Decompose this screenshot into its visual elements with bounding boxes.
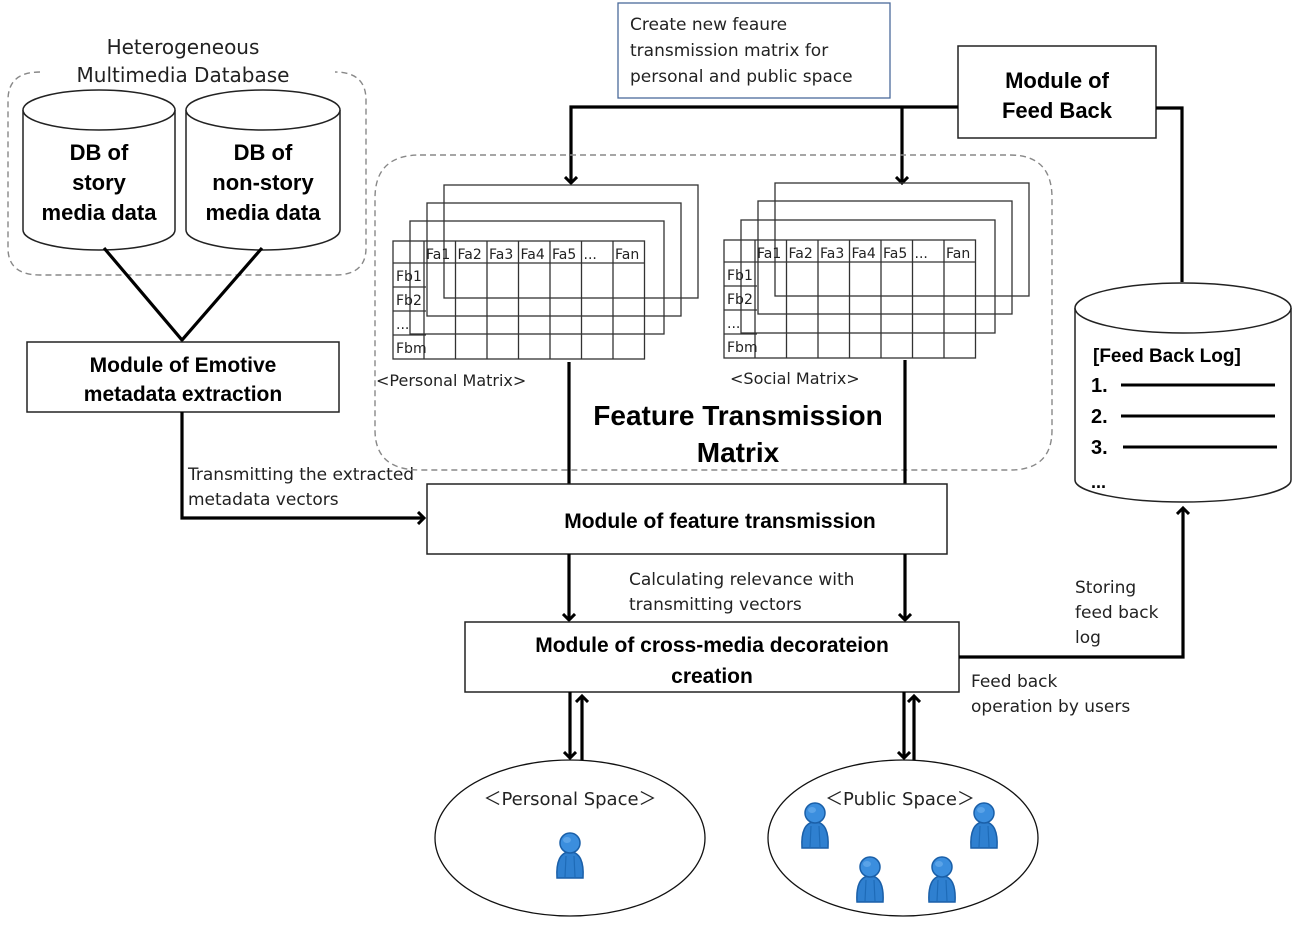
emotive-module-box[interactable]: Module of Emotive metadata extraction bbox=[26, 341, 340, 413]
transmit-label-line2: metadata vectors bbox=[188, 490, 339, 510]
db-nonstory-cylinder[interactable]: DB of non-story media data bbox=[185, 89, 341, 251]
matrix-col-header: Fa3 bbox=[820, 246, 844, 262]
personal-matrix-label: <Personal Matrix> bbox=[376, 371, 526, 390]
feedback-module-line2: Feed Back bbox=[1002, 98, 1113, 123]
feedback-op-label-line1: Feed back bbox=[971, 672, 1058, 692]
feedback-op-label-line2: operation by users bbox=[971, 697, 1130, 717]
matrix-group-title-line1: Feature Transmission bbox=[593, 400, 882, 431]
user-icon bbox=[856, 856, 884, 903]
matrix-col-header: Fa4 bbox=[852, 246, 876, 262]
callout-box: Create new feaure transmission matrix fo… bbox=[617, 2, 891, 99]
matrix-row-header: Fbm bbox=[396, 341, 427, 357]
feedback-to-log-connector bbox=[1156, 106, 1184, 282]
matrix-col-header: Fa1 bbox=[757, 246, 781, 262]
matrix-col-header: ... bbox=[915, 246, 928, 262]
matrix-row-header: Fbm bbox=[727, 340, 758, 356]
personal-space[interactable]: ＜Personal Space＞ bbox=[434, 759, 706, 917]
matrix-row-header: Fb1 bbox=[727, 268, 753, 284]
user-icon bbox=[556, 832, 584, 879]
callout-line1: Create new feaure bbox=[630, 15, 787, 35]
db-to-emotive-connector bbox=[102, 246, 264, 343]
user-icon bbox=[801, 802, 829, 849]
matrix-col-header: Fa5 bbox=[552, 247, 576, 263]
feature-transmission-module-box[interactable]: Module of feature transmission bbox=[426, 483, 948, 555]
matrix-group-title-line2: Matrix bbox=[697, 437, 780, 468]
matrix-row-header: Fb1 bbox=[396, 269, 422, 285]
matrix-col-header: Fan bbox=[615, 247, 639, 263]
feature-transmission-module-label: Module of feature transmission bbox=[564, 510, 876, 533]
db-story-cylinder[interactable]: DB of story media data bbox=[22, 89, 176, 251]
feedback-log-cylinder[interactable]: [Feed Back Log] 1. 2. 3. ... bbox=[1074, 282, 1292, 503]
feedback-log-title: [Feed Back Log] bbox=[1093, 346, 1241, 367]
matrix-col-header: Fa2 bbox=[789, 246, 813, 262]
storing-label-line3: log bbox=[1075, 628, 1101, 648]
public-space-label: ＜Public Space＞ bbox=[825, 789, 975, 810]
feedback-log-item-2: 2. bbox=[1091, 406, 1108, 428]
database-group-title-line1: Heterogeneous bbox=[107, 35, 260, 59]
db-nonstory-line3: media data bbox=[206, 200, 322, 225]
matrix-col-header: Fa2 bbox=[458, 247, 482, 263]
feedback-module-line1: Module of bbox=[1005, 68, 1110, 93]
storing-label-line1: Storing bbox=[1075, 578, 1136, 598]
crossmedia-module-box[interactable]: Module of cross-media decorateion creati… bbox=[464, 621, 960, 693]
matrix-col-header: Fa5 bbox=[883, 246, 907, 262]
database-group-title-line2: Multimedia Database bbox=[77, 63, 290, 87]
feedback-log-item-3: 3. bbox=[1091, 437, 1108, 459]
db-nonstory-line2: non-story bbox=[212, 170, 314, 195]
matrix-row-header: Fb2 bbox=[727, 292, 753, 308]
crossmedia-module-line2: creation bbox=[671, 665, 753, 688]
matrix-group-border bbox=[374, 154, 1053, 471]
relevance-label-line1: Calculating relevance with bbox=[629, 570, 854, 590]
matrix-row-header: ... bbox=[727, 316, 740, 332]
database-group-border bbox=[7, 71, 367, 276]
feedback-module-box[interactable]: Module of Feed Back bbox=[957, 45, 1157, 139]
matrix-col-header: ... bbox=[584, 247, 597, 263]
crossmedia-module-line1: Module of cross-media decorateion bbox=[535, 634, 889, 657]
db-story-line1: DB of bbox=[70, 140, 129, 165]
matrix-col-header: Fa4 bbox=[521, 247, 545, 263]
feedback-to-matrices-connector bbox=[571, 105, 958, 183]
db-story-line3: media data bbox=[42, 200, 158, 225]
personal-space-label: ＜Personal Space＞ bbox=[483, 789, 656, 810]
matrix-row-header: ... bbox=[396, 317, 409, 333]
public-space[interactable]: ＜Public Space＞ bbox=[767, 759, 1039, 917]
callout-line3: personal and public space bbox=[630, 67, 853, 87]
matrix-col-header: Fa1 bbox=[426, 247, 450, 263]
transmit-label-line1: Transmitting the extracted bbox=[187, 465, 414, 485]
db-story-line2: story bbox=[72, 170, 127, 195]
callout-line2: transmission matrix for bbox=[630, 41, 828, 61]
db-nonstory-line1: DB of bbox=[234, 140, 293, 165]
storing-label-line2: feed back bbox=[1075, 603, 1159, 623]
emotive-module-line2: metadata extraction bbox=[84, 383, 282, 406]
emotive-module-line1: Module of Emotive bbox=[90, 354, 277, 377]
crossmedia-to-log-arrow bbox=[959, 508, 1183, 659]
emotive-to-transmission-arrow bbox=[180, 412, 424, 518]
social-matrix-label: <Social Matrix> bbox=[730, 369, 860, 388]
user-icon bbox=[970, 802, 998, 849]
user-icon bbox=[928, 856, 956, 903]
relevance-label-line2: transmitting vectors bbox=[629, 595, 802, 615]
feedback-log-item-1: 1. bbox=[1091, 375, 1108, 397]
matrix-col-header: Fan bbox=[946, 246, 970, 262]
feedback-log-item-more: ... bbox=[1091, 472, 1106, 492]
matrix-row-header: Fb2 bbox=[396, 293, 422, 309]
matrix-col-header: Fa3 bbox=[489, 247, 513, 263]
